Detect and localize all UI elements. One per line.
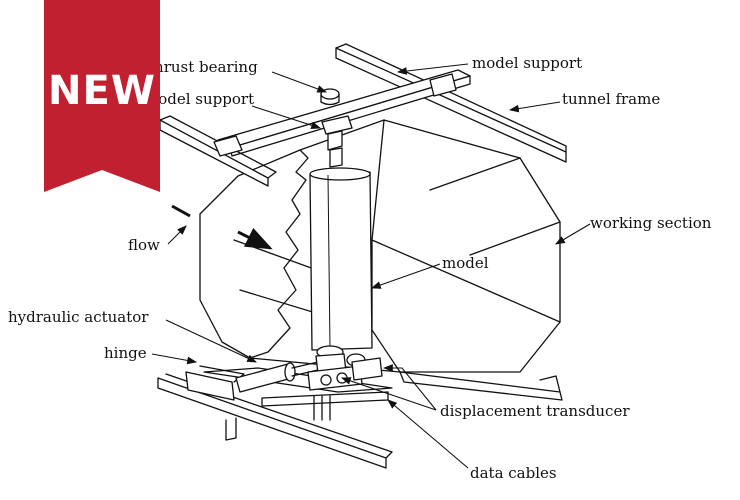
label-working-section: working section [590,214,712,232]
label-hinge: hinge [104,344,147,362]
flow-arrows [171,204,273,250]
label-thrust-bearing: thrust bearing [148,58,258,76]
bottom-mechanism [157,345,393,469]
label-pointers [151,63,591,469]
model-cylinder [309,167,373,351]
label-hydraulic-actuator: hydraulic actuator [8,308,149,326]
top-frame-structure [159,43,567,187]
badge-ribbon [44,0,160,192]
badge-label: NEW [48,68,156,114]
label-model: model [442,254,489,272]
label-displacement-transducer: displacement transducer [440,402,630,420]
label-tunnel-frame: tunnel frame [562,90,660,108]
label-flow: flow [128,236,160,254]
working-section-shape [199,119,563,401]
label-data-cables: data cables [470,464,557,482]
label-model-support-right: model support [472,54,582,72]
label-model-support-left: model support [144,90,254,108]
new-badge: NEW [44,0,160,192]
